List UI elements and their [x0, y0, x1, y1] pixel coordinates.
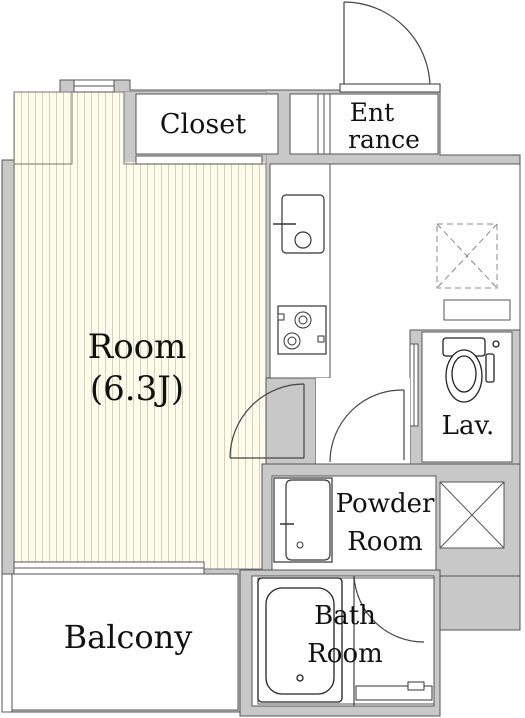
powder-room-label-line1: Powder [336, 489, 435, 519]
closet-area [135, 93, 279, 155]
balcony-area [11, 573, 239, 711]
stove [277, 305, 327, 355]
burner-icon [283, 311, 312, 350]
powder-room-label-line2: Room [347, 527, 423, 557]
bath-room-label-line1: Bath [314, 601, 376, 631]
entrance-area [289, 93, 439, 155]
powder-door [329, 389, 405, 463]
room-label-line1: Room [88, 327, 187, 367]
bath-room-label-line2: Room [307, 639, 383, 669]
entrance-door [339, 1, 441, 93]
sink-drain [294, 231, 312, 249]
toilet-icon [442, 337, 500, 403]
bath-door [353, 575, 425, 706]
entrance-label-line1: Ent [350, 98, 394, 127]
closet-label: Closet [160, 109, 246, 140]
lav-label: Lav. [442, 411, 495, 441]
room-door [229, 383, 305, 459]
bathtub-icon [257, 577, 343, 703]
balcony-label: Balcony [64, 618, 193, 656]
entrance-label-line2: rance [348, 125, 420, 154]
storage-box [436, 223, 498, 289]
shelf [443, 299, 511, 321]
room-label-line2: (6.3J) [90, 369, 184, 409]
